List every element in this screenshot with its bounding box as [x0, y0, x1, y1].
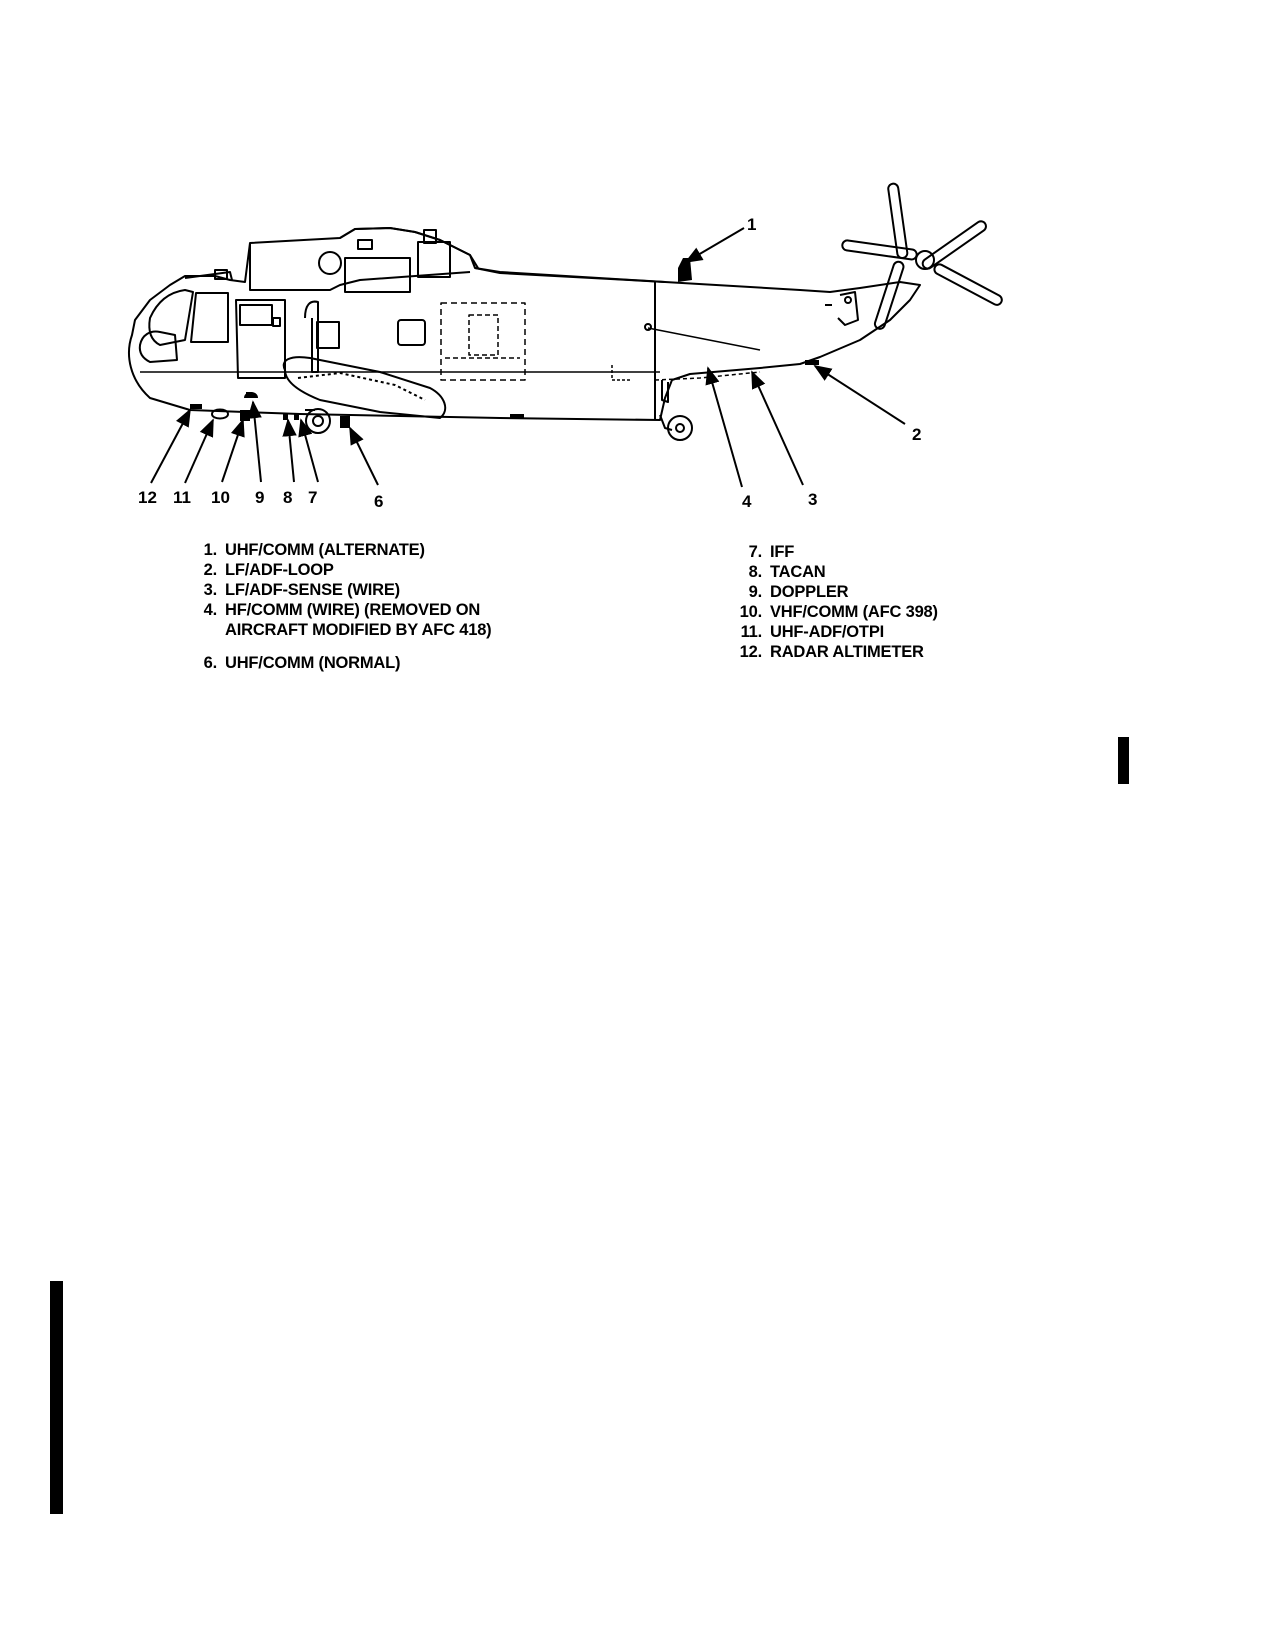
legend-item-1: 1.UHF/COMM (ALTERNATE): [203, 541, 425, 559]
helicopter-outline: [128, 182, 1003, 441]
callout-1: 1: [747, 215, 756, 234]
legend-item-12: 12.RADAR ALTIMETER: [739, 643, 924, 661]
helicopter-antenna-diagram: 1 2 3 4 6 7 8 9 10 11 12: [128, 182, 1003, 511]
legend-item-9: 9.DOPPLER: [748, 583, 849, 601]
legend-item-4: 4.HF/COMM (WIRE) (REMOVED ON: [203, 601, 481, 619]
legend-item-7: 7.IFF: [748, 543, 795, 561]
legend-item-2: 2.LF/ADF-LOOP: [203, 561, 334, 579]
legend-item-6: 6.UHF/COMM (NORMAL): [203, 654, 401, 672]
antenna-elements: [190, 258, 819, 428]
change-bar-right: [1118, 737, 1129, 784]
tail-rotor: [841, 182, 1003, 330]
callout-8: 8: [283, 488, 292, 507]
callout-2: 2: [912, 425, 921, 444]
callout-11: 11: [173, 488, 191, 507]
callout-7: 7: [308, 488, 317, 507]
callout-6: 6: [374, 492, 383, 511]
callout-4: 4: [742, 492, 752, 511]
legend-item-10: 10.VHF/COMM (AFC 398): [739, 603, 938, 621]
legend-item-11: 11.UHF-ADF/OTPI: [740, 623, 885, 641]
legend-left: 1.UHF/COMM (ALTERNATE) 2.LF/ADF-LOOP 3.L…: [190, 540, 492, 673]
legend-item-3: 3.LF/ADF-SENSE (WIRE): [203, 581, 401, 599]
legend-item-4-continued: AIRCRAFT MODIFIED BY AFC 418): [225, 621, 492, 639]
callout-12: 12: [138, 488, 157, 507]
legend-right: 7.IFF 8.TACAN 9.DOPPLER 10.VHF/COMM (AFC…: [735, 542, 938, 662]
callout-leaders: [150, 227, 906, 488]
change-bar-left: [50, 1281, 63, 1514]
callout-9: 9: [255, 488, 264, 507]
legend-item-8: 8.TACAN: [748, 563, 826, 581]
callout-10: 10: [211, 488, 230, 507]
callout-3: 3: [808, 490, 817, 509]
